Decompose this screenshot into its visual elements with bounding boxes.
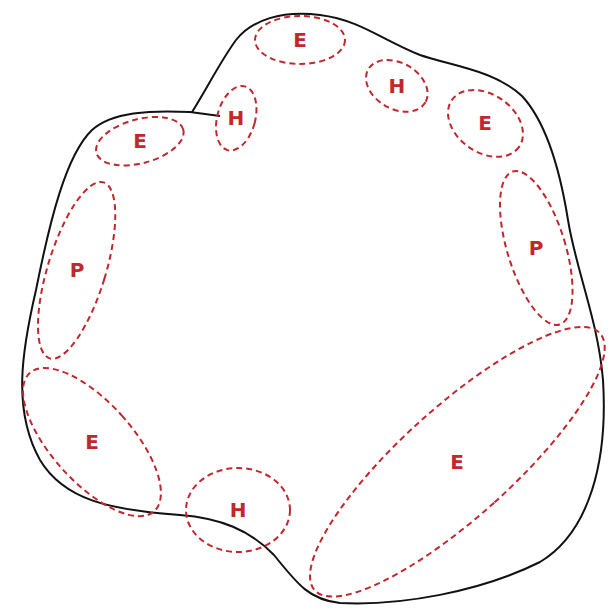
dashed-ellipse (485, 163, 587, 333)
region-outline: H (186, 468, 290, 552)
region-outline: P (500, 171, 573, 325)
dashed-ellipse (0, 346, 184, 538)
region-outline: H (216, 86, 256, 151)
dashed-ellipse (209, 81, 263, 155)
dashed-ellipse (357, 50, 437, 123)
region-letter: H (230, 500, 247, 520)
region-outline: P (38, 182, 115, 359)
region-letter: H (228, 108, 245, 128)
region-outline: E (310, 327, 605, 597)
region-outline: E (255, 16, 345, 64)
region-outline: E (23, 368, 161, 516)
dashed-ellipse (186, 468, 290, 552)
dashed-ellipse (435, 76, 535, 171)
region-letter: E (293, 30, 307, 50)
region-letter: H (389, 76, 406, 96)
region-letter: E (85, 432, 99, 452)
region-letter: E (478, 113, 492, 133)
outline-path (22, 14, 604, 604)
region-letter: P (529, 238, 544, 258)
dashed-ellipse (22, 174, 131, 367)
dashed-ellipse (255, 16, 345, 64)
region-letter: E (450, 452, 464, 472)
region-outline: H (366, 60, 428, 112)
region-letter: P (70, 260, 85, 280)
dashed-ellipse (91, 108, 189, 174)
region-outline: E (448, 90, 523, 157)
dashed-ellipse (278, 293, 610, 610)
region-letter: E (133, 131, 147, 151)
region-outline: E (96, 117, 184, 165)
